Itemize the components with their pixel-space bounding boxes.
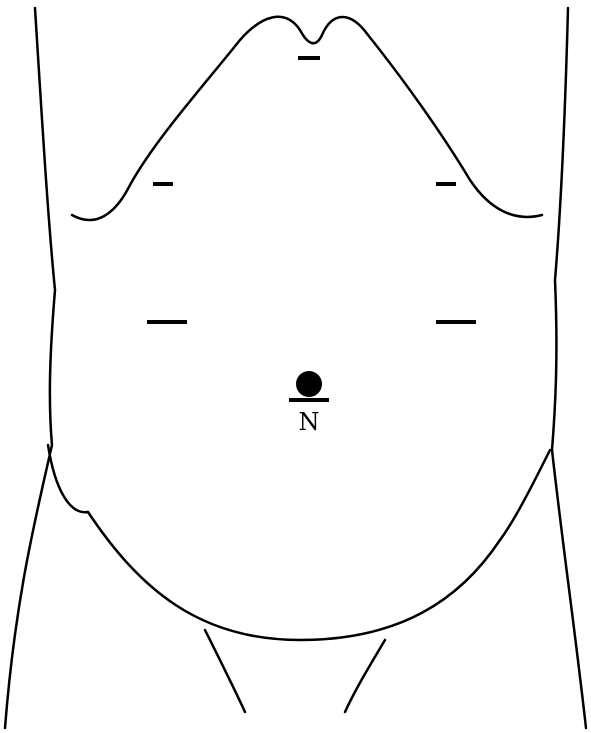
navel-label: N <box>299 408 320 436</box>
left-thigh-line <box>205 630 245 712</box>
navel-dot <box>296 371 322 397</box>
rib-cage-outline <box>72 17 542 220</box>
left-flank-outline <box>5 8 55 728</box>
right-flank-outline <box>552 8 586 728</box>
right-thigh-line <box>345 640 385 712</box>
belly-outline <box>48 445 550 640</box>
